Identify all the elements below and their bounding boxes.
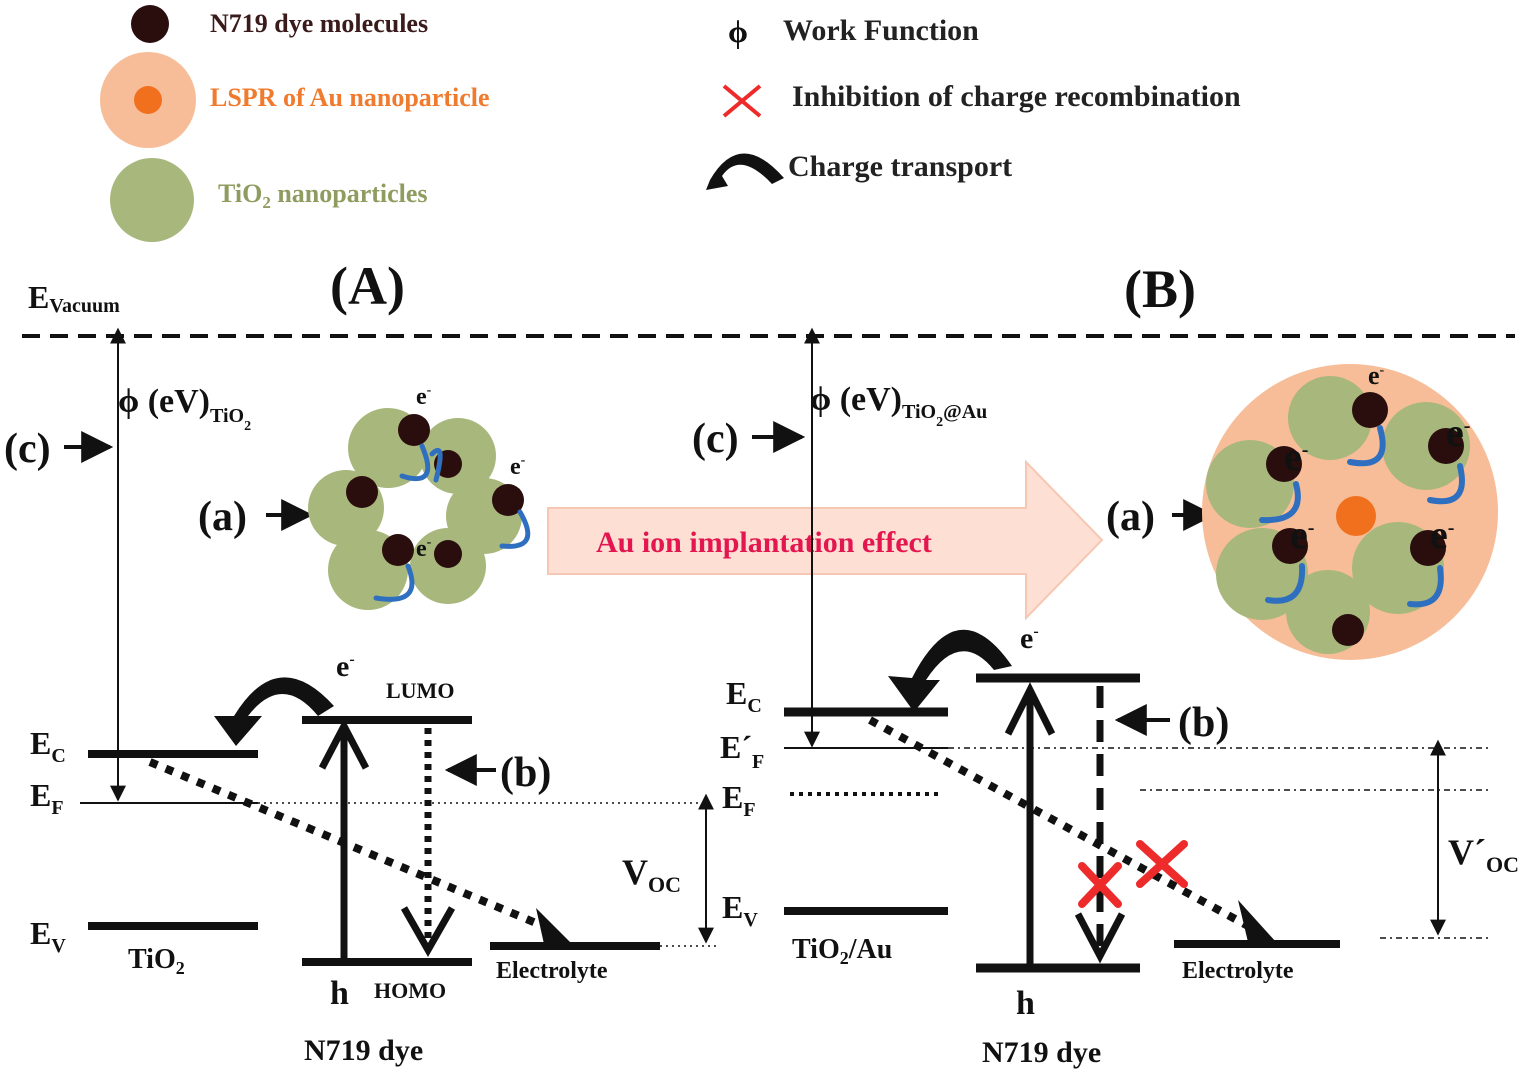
- panel-b: ϕ (eV)TiO2@Au (c) (a): [692, 327, 1519, 1069]
- panel-b-electrolyte-arrowhead: [1238, 900, 1276, 942]
- panel-a-electrolyte-recombination: [148, 758, 550, 932]
- vacuum-level-label: EVacuum: [28, 279, 120, 317]
- tio2-nanoparticle: [1288, 376, 1372, 460]
- panel-b-phi-label: ϕ (eV)TiO2@Au: [810, 381, 987, 430]
- panel-b-tio2au-label: TiO2/Au: [792, 934, 892, 968]
- panel-b-electrolyte-label: Electrolyte: [1182, 958, 1294, 984]
- panel-b-efp-label: E´F: [720, 729, 764, 773]
- inhibition-cross-icon: [1078, 862, 1122, 908]
- panel-b-electrolyte-recombination: [868, 716, 1250, 930]
- au-implantation-arrow-text: Au ion implantation effect: [596, 526, 932, 559]
- panel-b-b-label: (b): [1178, 700, 1229, 746]
- dye-molecule: [1352, 392, 1388, 428]
- panel-b-ec-label: EC: [726, 675, 762, 717]
- dye-molecule: [1266, 446, 1302, 482]
- legend-phi-icon: ϕ: [728, 13, 748, 49]
- charge-transport-arc: [1427, 463, 1465, 505]
- panel-b-ev-label: EV: [722, 889, 758, 931]
- dye-molecule: [1428, 428, 1464, 464]
- panel-a-electrolyte-arrowhead: [536, 908, 572, 944]
- panel-a-ef-label: EF: [30, 777, 64, 819]
- panel-b-title: (B): [1124, 259, 1196, 319]
- panel-a-electrolyte-label: Electrolyte: [496, 958, 608, 984]
- charge-transport-arc: [1347, 425, 1386, 467]
- charge-transport-arc: [499, 509, 531, 549]
- dye-molecule: [382, 534, 414, 566]
- panel-a-dye-label: N719 dye: [304, 1034, 423, 1067]
- panel-b-electron-label: e-: [1020, 622, 1039, 655]
- legend-work-function-label: Work Function: [783, 14, 979, 47]
- inhibition-cross-icon: [1136, 840, 1188, 888]
- panel-b-c-label: (c): [692, 416, 739, 462]
- electron-label: e-: [1446, 410, 1470, 455]
- au-implantation-arrow: Au ion implantation effect: [547, 459, 1104, 621]
- dye-molecule: [398, 414, 430, 446]
- panel-a-hole-label: h: [330, 975, 349, 1012]
- charge-transport-arc: [1259, 481, 1301, 524]
- charge-transport-arc: [373, 563, 415, 602]
- dye-molecule: [1272, 528, 1308, 564]
- panel-a-phi-label: ϕ (eV)TiO2: [118, 383, 251, 434]
- panel-b-injection-arrow: [888, 629, 1012, 712]
- panel-a-lumo-label: LUMO: [386, 678, 454, 703]
- tio2-nanoparticle: [1382, 402, 1470, 490]
- panel-a-title: (A): [330, 256, 405, 316]
- electron-label: e-: [416, 383, 432, 410]
- legend-lspr-label: LSPR of Au nanoparticle: [210, 83, 490, 112]
- panel-a-electron-label: e-: [336, 650, 355, 683]
- panel-a-excitation-arrowhead: [318, 718, 370, 770]
- panel-a-homo-label: HOMO: [374, 978, 446, 1003]
- panel-a-a-label: (a): [198, 494, 247, 540]
- legend-tio2-label: TiO2 nanoparticles: [218, 179, 428, 212]
- panel-a-ec-label: EC: [30, 725, 66, 767]
- legend-inhibition-label: Inhibition of charge recombination: [792, 80, 1241, 113]
- panel-a-b-label: (b): [500, 750, 551, 796]
- panel-a-ev-label: EV: [30, 915, 66, 957]
- panel-a: ϕ (eV)TiO2 (c) (a) e- e: [4, 327, 720, 1067]
- panel-a-tio2-label: TiO2: [128, 944, 185, 978]
- panel-a-dye-recombination-arrowhead: [400, 906, 456, 958]
- panel-b-voc-label: V´OC: [1448, 832, 1519, 877]
- electron-label: e-: [510, 453, 526, 480]
- panel-b-ef-label: EF: [722, 779, 756, 821]
- panel-b-hole-label: h: [1016, 985, 1035, 1022]
- panel-a-injection-arrow: [214, 677, 334, 746]
- legend-tio2-icon: [110, 158, 194, 242]
- panel-a-voc-label: VOC: [622, 852, 681, 897]
- legend-dye-label: N719 dye molecules: [210, 9, 428, 38]
- dye-molecule: [492, 484, 524, 516]
- legend-cross-icon: [722, 84, 762, 118]
- dye-molecule: [1332, 614, 1364, 646]
- dye-molecule: [346, 476, 378, 508]
- panel-a-nanoparticle-cluster: e- e- e-: [308, 383, 531, 610]
- panel-b-nanoparticle-cluster: e- e- e- e- e-: [1202, 361, 1498, 660]
- charge-transport-arc: [1265, 563, 1306, 604]
- legend: N719 dye molecules LSPR of Au nanopartic…: [100, 5, 1241, 242]
- panel-a-c-label: (c): [4, 426, 51, 472]
- au-nanoparticle-core: [1336, 496, 1376, 536]
- au-implantation-arrow-shape: [547, 459, 1104, 621]
- charge-transport-arc: [429, 447, 443, 483]
- panel-b-dye-recombination-arrowhead: [1074, 912, 1126, 964]
- panel-b-a-label: (a): [1106, 494, 1155, 540]
- legend-transport-label: Charge transport: [788, 150, 1012, 183]
- dye-molecule: [434, 540, 462, 568]
- charge-transport-arc: [1407, 565, 1444, 608]
- legend-dye-icon: [131, 5, 169, 43]
- dye-molecule: [1410, 530, 1446, 566]
- legend-lspr-core-icon: [134, 86, 162, 114]
- charge-transport-arc: [399, 443, 431, 482]
- panel-b-dye-label: N719 dye: [982, 1036, 1101, 1069]
- legend-transport-arrow-icon: [706, 153, 784, 190]
- panel-b-excitation-arrowhead: [1004, 682, 1056, 736]
